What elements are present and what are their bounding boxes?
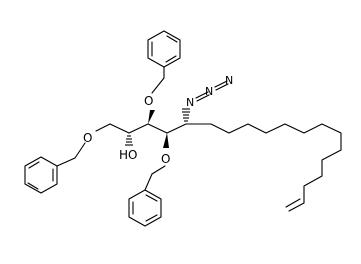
azide-n1-label: N xyxy=(186,96,194,109)
benzyl-group-bottom xyxy=(128,165,166,227)
azide-bond-2a xyxy=(214,80,228,88)
terminal-alkene-double-2 xyxy=(285,198,301,208)
benzyl-group-left xyxy=(24,142,86,194)
phenyl-left-double-2 xyxy=(27,182,39,190)
azide-n2-label: N xyxy=(205,85,213,98)
c2-c3-bond xyxy=(128,123,149,134)
azide-n3-label: N xyxy=(225,74,233,87)
phenyl-bottom-double-1 xyxy=(145,194,158,202)
benzyl-group-top xyxy=(147,30,181,94)
phenyl-ring-left xyxy=(24,156,58,194)
azide-bond-2b xyxy=(215,83,229,91)
oxygen-bottom-label: O xyxy=(161,152,170,166)
c1-c2-bond xyxy=(109,123,130,134)
phenyl-top-double-2 xyxy=(165,55,177,63)
phenyl-bottom-double-2 xyxy=(145,214,158,222)
c3-o-wedge xyxy=(148,110,155,124)
phenyl-ring-top xyxy=(147,30,181,68)
oxygen-left-label: O xyxy=(83,131,92,145)
phenyl-top-double-1 xyxy=(166,35,178,43)
alkyl-chain xyxy=(185,123,342,204)
o-ch2-bond-left xyxy=(74,142,86,159)
o-ch2-bond-bottom xyxy=(151,165,166,175)
c4-c5-bond xyxy=(166,123,187,134)
phenyl-ring-bottom xyxy=(128,189,162,227)
azide-bond-1b xyxy=(196,94,210,102)
stereo-bonds xyxy=(125,108,190,148)
ch2-ph-bond-bottom xyxy=(144,173,153,191)
azide-group: N N N xyxy=(186,74,233,109)
ch2-ph-bond-left xyxy=(56,157,76,167)
c3-c4-bond xyxy=(147,123,168,134)
phenyl-left-double-3 xyxy=(28,161,40,169)
hydroxyl-label: HO xyxy=(119,148,137,162)
azide-bond-1a xyxy=(195,91,209,99)
oxygen-top-label: O xyxy=(144,94,153,108)
terminal-alkene-double xyxy=(288,202,305,212)
ch2-o-bond-top xyxy=(151,77,165,94)
c4-o-wedge xyxy=(163,133,169,148)
backbone xyxy=(95,123,342,212)
c1-o-bond xyxy=(95,123,111,132)
